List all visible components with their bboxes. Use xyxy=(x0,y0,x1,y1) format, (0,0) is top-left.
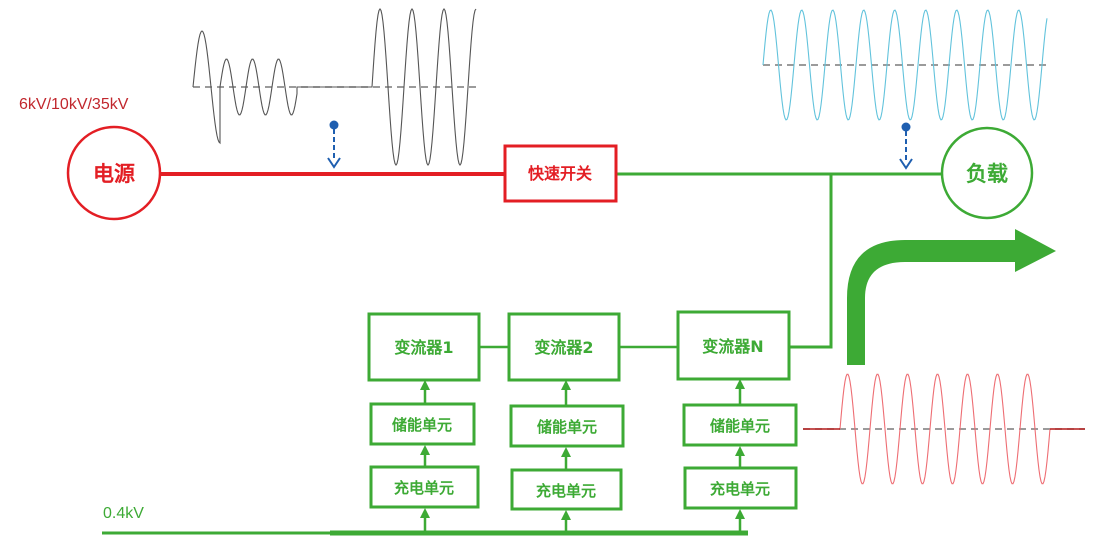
converter-1-box xyxy=(367,312,481,382)
source-label: 电源 xyxy=(93,162,135,186)
storage-n-label: 储能单元 xyxy=(710,417,770,435)
low-voltage-label: 0.4kV xyxy=(103,505,144,522)
converter-2-label: 变流器2 xyxy=(534,338,593,357)
charger-n-label: 充电单元 xyxy=(710,480,770,498)
storage-1-label: 储能单元 xyxy=(392,416,452,434)
load-voltage-waveform xyxy=(762,9,1048,121)
converter-n-label: 变流器N xyxy=(702,337,763,356)
fast-switch-box xyxy=(503,144,618,203)
charger-1-label: 充电单元 xyxy=(394,479,454,497)
storage-n-box xyxy=(682,403,798,447)
converter-1-label: 变流器1 xyxy=(394,338,453,357)
source-voltage-waveform xyxy=(192,8,477,166)
charger-1-box xyxy=(369,465,480,509)
load-label: 负载 xyxy=(966,162,1008,186)
converter-n-box xyxy=(676,310,791,381)
source-circle xyxy=(66,125,162,221)
fast-switch-label: 快速开关 xyxy=(528,164,592,183)
storage-2-label: 储能单元 xyxy=(537,418,597,436)
converter-2-box xyxy=(507,312,621,382)
flow-arrows xyxy=(420,379,745,533)
charger-2-box xyxy=(510,468,623,511)
power-flow-arrow xyxy=(847,229,1056,365)
load-circle xyxy=(940,126,1034,220)
compensation-waveform xyxy=(803,373,1085,485)
converter-feeder-line xyxy=(790,174,833,349)
high-voltage-label: 6kV/10kV/35kV xyxy=(19,96,129,113)
charger-n-box xyxy=(683,466,798,510)
source-probe xyxy=(327,120,341,169)
storage-1-box xyxy=(369,402,476,446)
load-probe xyxy=(899,122,913,170)
storage-2-box xyxy=(509,404,625,448)
charger-2-label: 充电单元 xyxy=(536,482,596,500)
